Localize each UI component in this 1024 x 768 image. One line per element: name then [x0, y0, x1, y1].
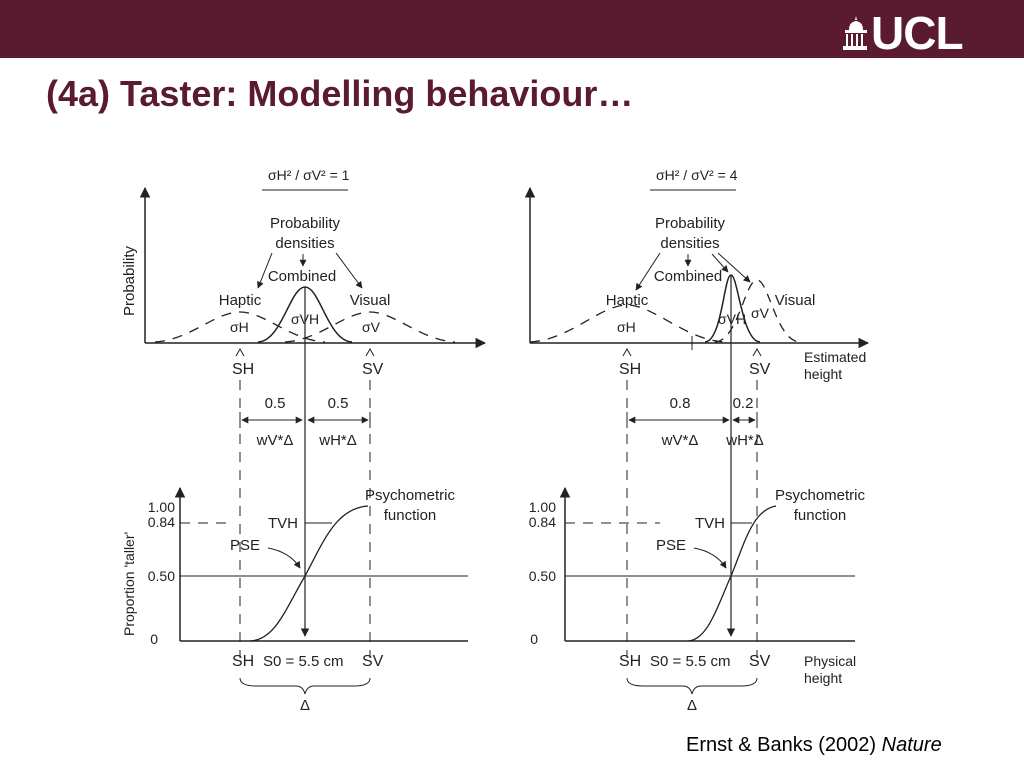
- right-bottom-sv: SV: [749, 653, 771, 670]
- left-tvh-label: TVH: [268, 515, 298, 532]
- portico-icon: [843, 16, 867, 50]
- citation: Ernst & Banks (2002) Nature: [686, 734, 942, 757]
- left-tick-100: 1.00: [148, 499, 175, 515]
- left-psychometric-1: Psychometric: [365, 487, 456, 504]
- left-tick-084: 0.84: [148, 514, 175, 530]
- left-bottom-sh: SH: [232, 653, 254, 670]
- right-delta-brace: [626, 677, 758, 695]
- right-tick-050: 0.50: [529, 568, 556, 584]
- left-prob-densities-1: Probability: [270, 215, 341, 232]
- citation-text: Ernst & Banks (2002): [686, 734, 882, 756]
- left-w-left-value: 0.5: [265, 395, 286, 412]
- right-sigma-v: σV: [751, 305, 770, 321]
- left-wv-delta: wV*Δ: [256, 432, 294, 449]
- left-panel: σH² / σV² = 1 Probability Probability de…: [121, 167, 487, 714]
- right-delta-label: Δ: [687, 697, 697, 714]
- right-combined-label: Combined: [654, 268, 722, 285]
- right-prob-densities-1: Probability: [655, 215, 726, 232]
- left-pse-arrow: [267, 547, 301, 569]
- right-sh-caret: [622, 347, 632, 357]
- left-sh-caret: [235, 347, 245, 357]
- right-sigma-vh: σVH: [718, 311, 746, 327]
- right-bottom-sh: SH: [619, 653, 641, 670]
- left-haptic-curve: [154, 311, 326, 343]
- right-wh-delta: wH*Δ: [725, 432, 764, 449]
- left-sigma-h: σH: [230, 319, 249, 335]
- right-physical-1: Physical: [804, 653, 856, 669]
- left-tick-050: 0.50: [148, 568, 175, 584]
- right-tick-0: 0: [530, 631, 538, 647]
- right-arrow-haptic: [635, 252, 661, 291]
- right-visual-label: Visual: [775, 292, 816, 309]
- left-visual-label: Visual: [350, 292, 391, 309]
- right-psychometric-1: Psychometric: [775, 487, 866, 504]
- right-w-right-value: 0.2: [733, 395, 754, 412]
- left-combined-label: Combined: [268, 268, 336, 285]
- right-arrow-combined-peak: [711, 253, 729, 273]
- slide-title: (4a) Taster: Modelling behaviour…: [46, 73, 634, 114]
- right-visual-curve: [714, 279, 801, 343]
- left-w-right-value: 0.5: [328, 395, 349, 412]
- left-delta-brace: [239, 677, 371, 695]
- right-sv-label: SV: [749, 361, 771, 378]
- left-pse-label: PSE: [230, 537, 260, 554]
- right-sigma-h: σH: [617, 319, 636, 335]
- left-psychometric-curve: [249, 505, 369, 642]
- left-visual-curve: [284, 311, 456, 343]
- left-arrow-haptic: [257, 252, 273, 289]
- right-tick-084: 0.84: [529, 514, 556, 530]
- right-w-left-value: 0.8: [670, 395, 691, 412]
- left-y-label-probability: Probability: [121, 245, 138, 316]
- right-psychometric-2: function: [794, 507, 847, 524]
- left-wh-delta: wH*Δ: [318, 432, 357, 449]
- right-tick-100: 1.00: [529, 499, 556, 515]
- right-sv-caret: [752, 347, 762, 357]
- left-arrow-visual: [335, 252, 363, 289]
- right-s0-label: S0 = 5.5 cm: [650, 653, 730, 670]
- left-y-label-proportion: Proportion 'taller': [121, 532, 137, 636]
- left-bottom-sv: SV: [362, 653, 384, 670]
- right-haptic-label: Haptic: [606, 292, 649, 309]
- right-arrow-visual: [717, 252, 751, 283]
- header-bar: UCL: [0, 0, 1024, 58]
- citation-journal: Nature: [881, 734, 942, 756]
- left-sigma-v: σV: [362, 319, 381, 335]
- right-tvh-label: TVH: [695, 515, 725, 532]
- right-prob-densities-2: densities: [660, 235, 719, 252]
- left-prob-densities-2: densities: [275, 235, 334, 252]
- right-pse-label: PSE: [656, 537, 686, 554]
- left-sh-label: SH: [232, 361, 254, 378]
- right-sh-label: SH: [619, 361, 641, 378]
- right-panel: σH² / σV² = 4 Probability densities Comb…: [524, 167, 870, 714]
- right-physical-2: height: [804, 670, 842, 686]
- ucl-logo-text: UCL: [871, 7, 964, 59]
- left-ratio-label: σH² / σV² = 1: [268, 167, 350, 183]
- left-haptic-label: Haptic: [219, 292, 262, 309]
- right-estimated-2: height: [804, 366, 842, 382]
- left-sv-caret: [365, 347, 375, 357]
- left-psychometric-2: function: [384, 507, 437, 524]
- right-estimated-1: Estimated: [804, 349, 866, 365]
- left-sv-label: SV: [362, 361, 384, 378]
- right-ratio-label: σH² / σV² = 4: [656, 167, 738, 183]
- left-s0-label: S0 = 5.5 cm: [263, 653, 343, 670]
- ucl-logo: UCL: [843, 7, 1003, 59]
- left-tick-0: 0: [150, 631, 158, 647]
- right-pse-arrow: [693, 547, 727, 569]
- right-psychometric-curve: [687, 505, 777, 642]
- left-delta-label: Δ: [300, 697, 310, 714]
- right-wv-delta: wV*Δ: [661, 432, 699, 449]
